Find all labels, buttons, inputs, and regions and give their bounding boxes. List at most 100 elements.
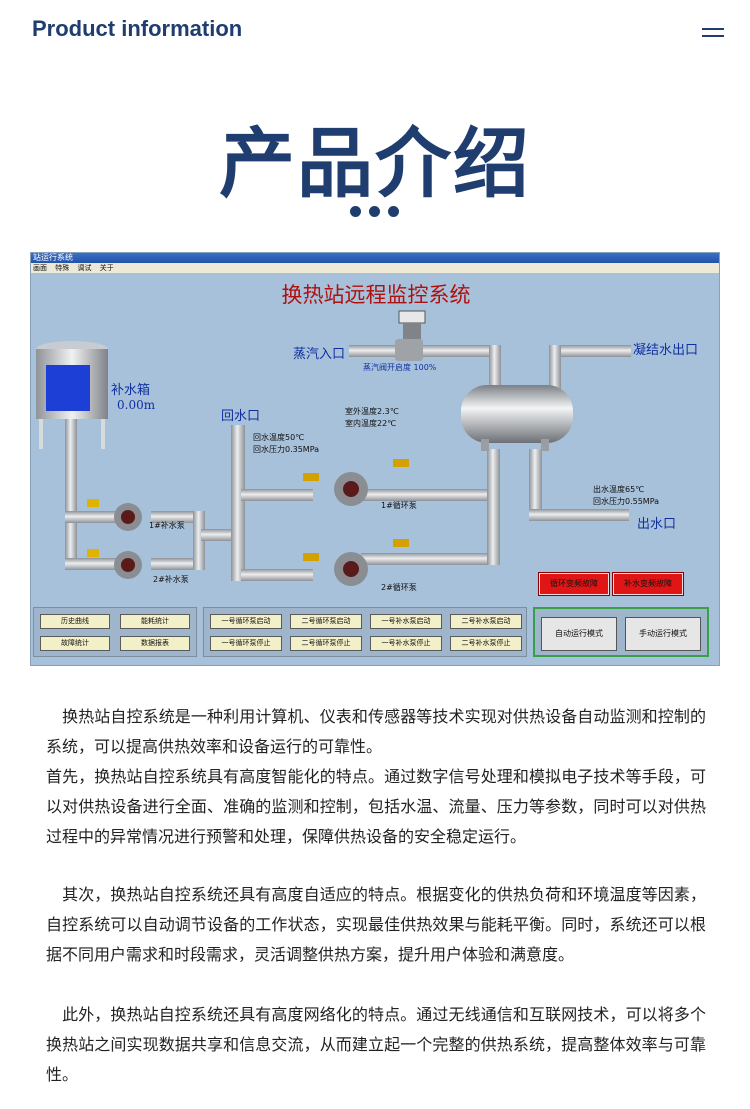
heat-exchanger: [461, 385, 573, 451]
dot: [388, 206, 399, 217]
page-header: Product information: [0, 0, 750, 64]
pipe: [241, 489, 313, 501]
menu-item-debug[interactable]: 调试: [77, 264, 92, 272]
makeup-pump-1-stop-button[interactable]: 一号补水泵停止: [370, 636, 442, 651]
valve-stem: [403, 323, 421, 343]
pipe: [487, 449, 500, 565]
exchanger-body: [461, 385, 573, 443]
paragraph-third: 此外，换热站自控系统还具有高度网络化的特点。通过无线通信和互联网技术，可以将多个…: [46, 1005, 706, 1084]
dot: [369, 206, 380, 217]
dots-divider: [350, 206, 402, 218]
menu-item-about[interactable]: 关于: [99, 264, 114, 272]
steam-valve-label: 蒸汽阀开启度 100%: [363, 363, 437, 372]
circ-pump-1-stop-button[interactable]: 一号循环泵停止: [210, 636, 282, 651]
makeup-pump-2-stop-button[interactable]: 二号补水泵停止: [450, 636, 522, 651]
pump-valve: [393, 539, 409, 547]
tank-leg: [101, 419, 105, 449]
history-curve-button[interactable]: 历史曲线: [40, 614, 110, 629]
makeup-pump-2-start-button[interactable]: 二号补水泵启动: [450, 614, 522, 629]
circ-pump-2-label: 2#循环泵: [381, 583, 417, 592]
tank-level-value: 0.00m: [117, 398, 156, 412]
data-report-button[interactable]: 数据报表: [120, 636, 190, 651]
pipe: [65, 558, 125, 570]
pipe: [65, 418, 77, 558]
condensate-outlet-label: 凝结水出口: [633, 343, 699, 358]
valve-body: [395, 339, 423, 361]
pipe: [551, 345, 631, 357]
paragraph-first: 首先，换热站自控系统具有高度智能化的特点。通过数字信号处理和模拟电子技术等手段，…: [46, 767, 706, 846]
makeup-tank: [36, 341, 108, 449]
menu-line-top: [702, 28, 724, 30]
supply-pressure-value: 回水压力0.55MPa: [593, 497, 660, 506]
mode-panel: 自动运行模式 手动运行模式: [533, 607, 709, 657]
pump-motor: [343, 481, 359, 497]
auto-mode-button[interactable]: 自动运行模式: [541, 617, 617, 651]
paragraph-second: 其次，换热站自控系统还具有高度自适应的特点。根据变化的供热负荷和环境温度等因素，…: [46, 885, 706, 964]
steam-inlet-label: 蒸汽入口: [293, 347, 346, 362]
pump-motor: [121, 558, 135, 572]
return-pressure-value: 回水压力0.35MPa: [253, 445, 320, 454]
pipe: [151, 558, 201, 570]
pump-motor: [343, 561, 359, 577]
indoor-temp-value: 室内温度22℃: [345, 419, 397, 428]
hamburger-menu-icon[interactable]: [702, 26, 724, 38]
menu-item-screen[interactable]: 画面: [33, 264, 47, 272]
valve-display: [398, 310, 426, 324]
circ-pump-2-start-button[interactable]: 二号循环泵启动: [290, 614, 362, 629]
pipe: [65, 511, 125, 523]
pump-motor: [121, 510, 135, 524]
manual-mode-button[interactable]: 手动运行模式: [625, 617, 701, 651]
pump-valve: [87, 499, 99, 507]
tank-water: [46, 365, 90, 411]
fault-stats-button[interactable]: 故障统计: [40, 636, 110, 651]
makeup-pump-1-start-button[interactable]: 一号补水泵启动: [370, 614, 442, 629]
menu-line-bottom: [702, 35, 724, 37]
return-inlet-label: 回水口: [221, 409, 261, 424]
dot: [350, 206, 361, 217]
pipe: [241, 569, 313, 581]
pipe: [549, 345, 561, 393]
window-title: 站运行系统: [33, 253, 73, 262]
circ-pump-1: [303, 459, 409, 506]
makeup-pump-2-label: 2#补水泵: [153, 575, 189, 584]
pipe: [193, 511, 205, 570]
pump-valve: [303, 473, 319, 481]
window-menubar: 画面 特殊 调试 关于: [31, 263, 719, 273]
circ-pump-1-label: 1#循环泵: [381, 501, 417, 510]
circ-pump-2-stop-button[interactable]: 二号循环泵停止: [290, 636, 362, 651]
report-panel: 历史曲线 能耗统计 故障统计 数据报表: [33, 607, 197, 657]
pipe: [361, 489, 491, 501]
circ-pump-1-start-button[interactable]: 一号循环泵启动: [210, 614, 282, 629]
pipe: [361, 553, 491, 565]
makeup-pump-1: [87, 499, 142, 531]
pump-control-panel: 一号循环泵启动 二号循环泵启动 一号补水泵启动 二号补水泵启动 一号循环泵停止 …: [203, 607, 527, 657]
energy-stats-button[interactable]: 能耗统计: [120, 614, 190, 629]
pipe: [529, 449, 542, 519]
pipe: [489, 345, 501, 393]
exchanger-foot: [541, 439, 549, 451]
supply-temp-value: 出水温度65℃: [593, 485, 645, 494]
circ-pump-2: [303, 539, 409, 586]
outdoor-temp-value: 室外温度2.3℃: [345, 407, 399, 416]
scada-screenshot: 站运行系统 _□× 画面 特殊 调试 关于: [30, 252, 720, 666]
pipe: [529, 509, 629, 521]
menu-item-special[interactable]: 特殊: [55, 264, 70, 272]
header-title: Product information: [32, 16, 243, 41]
makeup-vfd-fault-alarm: 补水变频故障: [612, 572, 684, 596]
outlet-label: 出水口: [637, 517, 677, 532]
pipe: [349, 345, 499, 357]
pump-valve: [303, 553, 319, 561]
pump-valve: [87, 549, 99, 557]
circ-vfd-fault-alarm: 循环变频故障: [538, 572, 610, 596]
paragraph-intro: 换热站自控系统是一种利用计算机、仪表和传感器等技术实现对供热设备自动监测和控制的…: [46, 707, 706, 756]
steam-valve: [395, 310, 426, 361]
pipes: [65, 345, 631, 581]
scada-title: 换热站远程监控系统: [281, 283, 471, 307]
makeup-tank-label: 补水箱: [111, 383, 151, 398]
page-title: 产品介绍: [219, 119, 531, 208]
tank-leg: [39, 419, 43, 449]
makeup-pump-1-label: 1#补水泵: [149, 521, 185, 530]
pipe: [231, 425, 245, 581]
process-diagram: [36, 310, 631, 586]
return-temp-value: 回水温度50℃: [253, 433, 305, 442]
